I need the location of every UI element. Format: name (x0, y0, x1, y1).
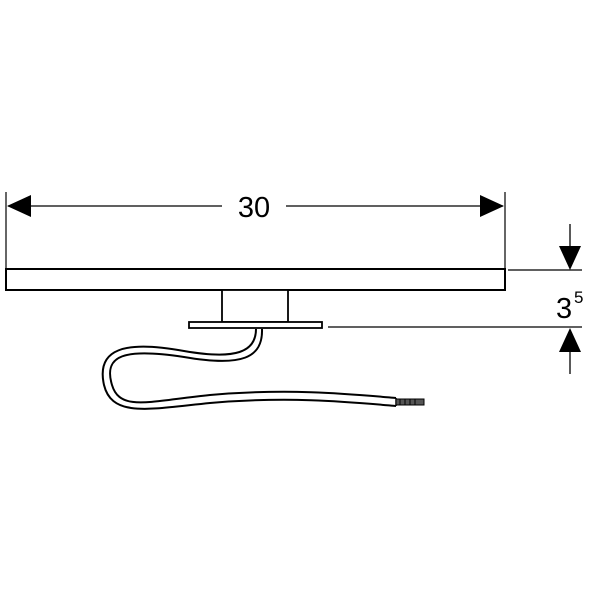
width-arrow-left (7, 195, 31, 217)
width-dimension-line (7, 195, 504, 217)
power-cable (101, 328, 397, 410)
height-dimension-label-superscript: 5 (574, 288, 583, 307)
width-arrow-right (480, 195, 504, 217)
height-arrow-top (559, 246, 581, 270)
height-dimension-arrows (559, 224, 581, 374)
height-dimension-label: 3 (556, 293, 572, 325)
light-bar (5, 268, 506, 291)
mounting-plate (188, 321, 323, 329)
height-arrow-bottom (559, 328, 581, 352)
width-dimension-label: 30 (238, 192, 270, 224)
cable-wire-end (395, 398, 425, 406)
mounting-stem (221, 289, 289, 323)
